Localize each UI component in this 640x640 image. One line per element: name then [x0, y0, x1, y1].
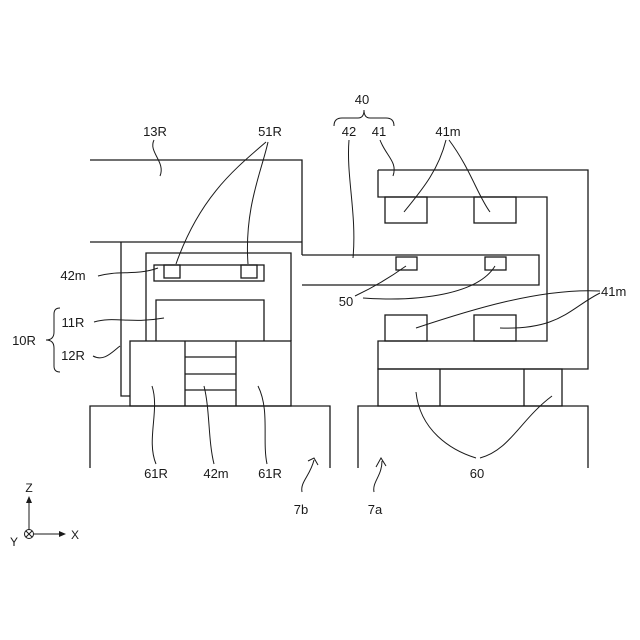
- axis-y-label: Y: [10, 535, 18, 549]
- frame-13R: [90, 160, 302, 242]
- label-7a: 7a: [368, 502, 383, 517]
- label-42m-lower: 42m: [203, 466, 228, 481]
- axis-z-label: Z: [25, 481, 32, 495]
- label-50: 50: [339, 294, 353, 309]
- labels: 40 42 41 41m 41m 13R 51R 42m 11R 10R 12R…: [12, 92, 626, 517]
- bracket-10R: [46, 308, 60, 372]
- block-11R: [156, 300, 264, 341]
- bar-42: [302, 255, 539, 285]
- label-61R-left: 61R: [144, 466, 168, 481]
- label-51R: 51R: [258, 124, 282, 139]
- label-42m-upper: 42m: [60, 268, 85, 283]
- label-11R: 11R: [62, 315, 85, 330]
- leader-lines: [93, 140, 600, 492]
- x-arrow-icon: [59, 531, 66, 537]
- label-12R: 12R: [61, 348, 85, 363]
- label-7b: 7b: [294, 502, 308, 517]
- label-42: 42: [342, 124, 356, 139]
- label-61R-right: 61R: [258, 466, 282, 481]
- axis-x-label: X: [71, 528, 79, 542]
- label-13R: 13R: [143, 124, 167, 139]
- label-40: 40: [355, 92, 369, 107]
- label-41m-right: 41m: [601, 284, 626, 299]
- label-41: 41: [372, 124, 386, 139]
- label-41m-top: 41m: [435, 124, 460, 139]
- base-7a: [358, 406, 588, 468]
- axis-indicator: Z Y X: [10, 481, 79, 549]
- label-60: 60: [470, 466, 484, 481]
- label-10R: 10R: [12, 333, 36, 348]
- block-60: [378, 369, 562, 406]
- holder-51R: [146, 253, 291, 341]
- z-arrow-icon: [26, 496, 32, 503]
